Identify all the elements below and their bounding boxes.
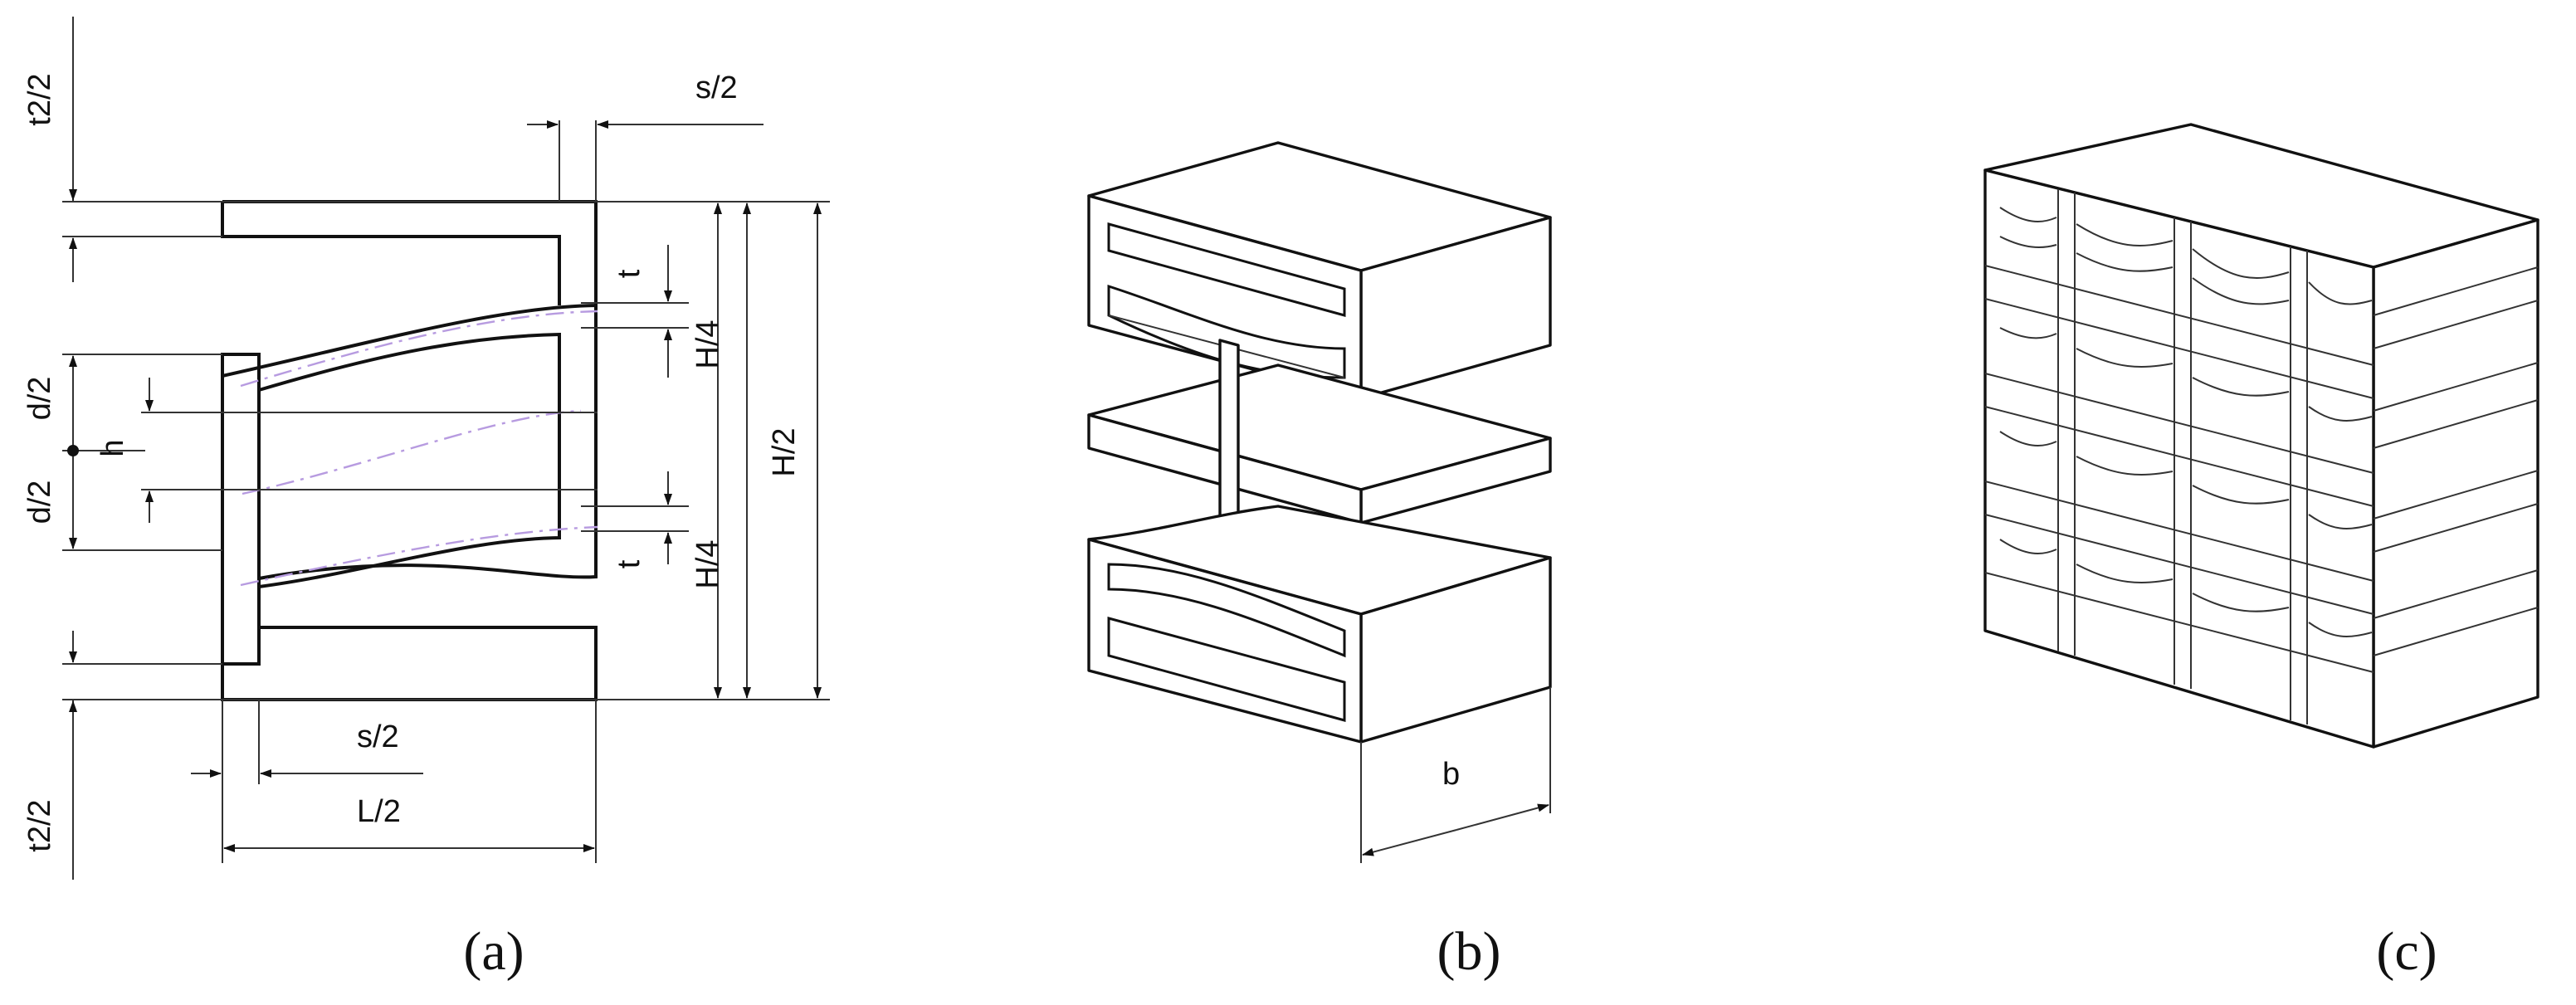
- dim-s-half-top: s/2: [695, 71, 738, 105]
- dim-t-bottom: t: [612, 559, 646, 568]
- dim-h: h: [95, 439, 130, 456]
- half-cell-profile: [221, 200, 598, 701]
- dimension-arrows: [62, 120, 822, 852]
- dim-b-lines: [1360, 687, 1551, 863]
- bottom-cell-1: [1107, 563, 1346, 658]
- inner-cell-outline: [257, 332, 561, 589]
- bottom-cell-2: [1107, 617, 1346, 722]
- dim-H-half: H/2: [767, 427, 802, 476]
- c-side-plates: [2373, 266, 2539, 656]
- dim-s-half-bottom: s/2: [357, 720, 399, 754]
- dim-L-half: L/2: [357, 794, 401, 829]
- panel-b: b (b): [1087, 141, 1552, 982]
- c-wavy-cells: [1999, 207, 2373, 637]
- extension-lines: [62, 17, 830, 880]
- centerline-middle: [242, 409, 582, 495]
- origin-point: [67, 445, 79, 456]
- caption-b: (b): [1437, 921, 1501, 982]
- dim-d-half-bottom: d/2: [22, 481, 57, 524]
- panel-c: (c): [1983, 123, 2539, 982]
- centerline-lower: [240, 525, 598, 587]
- c-side-face: [2372, 218, 2539, 749]
- dim-b: b: [1442, 757, 1460, 792]
- centerline-upper: [240, 310, 598, 388]
- dim-t-top: t: [612, 269, 646, 278]
- dim-H-quarter-bottom: H/4: [690, 539, 725, 588]
- panel-a: t2/2 s/2 t H/4 d/2 h H/2 d/2 t H/4 s/2 L…: [22, 17, 830, 982]
- bottom-block-top: [1087, 505, 1552, 616]
- caption-c: (c): [2376, 921, 2437, 982]
- dim-t2-half-bottom: t2/2: [22, 799, 57, 851]
- c-front-face: [1983, 168, 2375, 749]
- c-front-grid: [1984, 189, 2374, 724]
- top-cell-1: [1107, 222, 1346, 317]
- caption-a: (a): [463, 921, 524, 982]
- dim-d-half-top: d/2: [22, 377, 57, 421]
- dim-t2-half-top: t2/2: [22, 73, 57, 125]
- dim-H-quarter-top: H/4: [690, 320, 725, 368]
